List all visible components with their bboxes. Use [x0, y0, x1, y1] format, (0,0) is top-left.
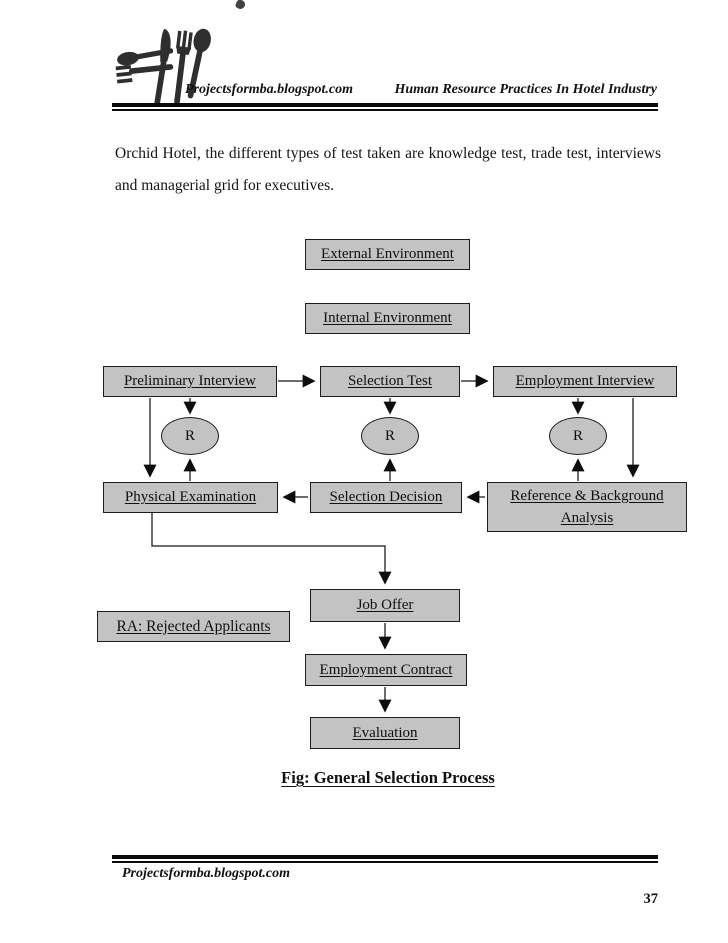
header-rule-thin — [112, 109, 658, 111]
node-label: Internal Environment — [323, 310, 452, 326]
footer-rule-thick — [112, 855, 658, 859]
node-physical-examination: Physical Examination — [103, 482, 278, 513]
node-internal-environment: Internal Environment — [305, 303, 470, 334]
node-external-environment: External Environment — [305, 239, 470, 270]
node-label: Job Offer — [356, 597, 414, 613]
scan-artifact — [234, 0, 247, 11]
node-label: Reference & Background Analysis — [510, 488, 664, 526]
header-site-text: Projectsformba.blogspot.com — [185, 82, 353, 97]
node-label: Selection Test — [347, 373, 433, 389]
node-evaluation: Evaluation — [310, 717, 460, 749]
node-label: Preliminary Interview — [123, 373, 257, 389]
node-employment-interview: Employment Interview — [493, 366, 677, 397]
node-label: Employment Interview — [515, 373, 655, 389]
node-label: External Environment — [321, 246, 454, 262]
node-reference-background-analysis: Reference & Background Analysis — [487, 482, 687, 532]
body-paragraph: Orchid Hotel, the different types of tes… — [115, 145, 661, 194]
node-preliminary-interview: Preliminary Interview — [103, 366, 277, 397]
node-label: Physical Examination — [124, 489, 257, 505]
legend-rejected-applicants: RA: Rejected Applicants — [97, 611, 290, 642]
header-doc-title: Human Resource Practices In Hotel Indust… — [394, 82, 657, 97]
node-label: Selection Decision — [329, 489, 443, 505]
node-job-offer: Job Offer — [310, 589, 460, 622]
page-number: 37 — [643, 891, 659, 907]
rejected-ellipse-right: R — [549, 417, 607, 455]
figure-caption: Fig: General Selection Process — [115, 768, 661, 788]
footer-rule-thin — [112, 861, 658, 863]
footer-site-text: Projectsformba.blogspot.com — [122, 866, 290, 881]
node-selection-decision: Selection Decision — [310, 482, 462, 513]
header-rule-thick — [112, 103, 658, 107]
node-employment-contract: Employment Contract — [305, 654, 467, 686]
node-label: Employment Contract — [319, 661, 453, 678]
node-selection-test: Selection Test — [320, 366, 460, 397]
rejected-ellipse-left: R — [161, 417, 219, 455]
rejected-ellipse-middle: R — [361, 417, 419, 455]
node-label: Evaluation — [352, 724, 418, 741]
legend-label: RA: Rejected Applicants — [116, 617, 271, 635]
figure-caption-text: Fig: General Selection Process — [281, 768, 495, 787]
